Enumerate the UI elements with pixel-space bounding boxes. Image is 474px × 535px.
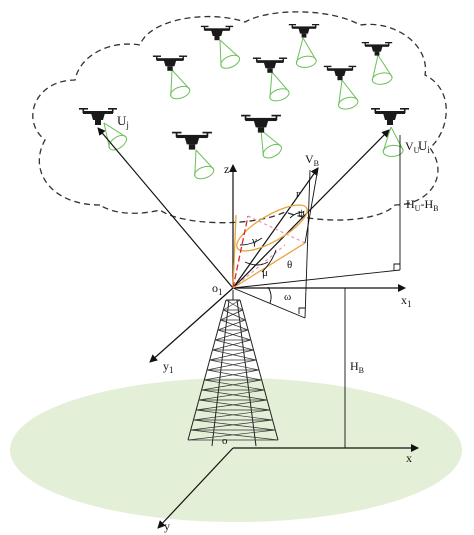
tower-brace [225,299,243,311]
tower-brace [198,399,270,411]
right-angle-marker-2 [298,307,305,314]
vector-to-uj [97,127,234,289]
beam-vertical [304,169,311,319]
label-theta: θ [287,259,292,271]
y-axis [157,447,234,529]
tower-brace [198,389,265,401]
tower-brace [220,319,249,331]
tower-brace [206,359,257,371]
tower-brace [206,369,262,381]
tower-brace [223,299,241,311]
angle-arc-mu [244,261,269,266]
tower-brace [201,389,268,401]
uav-cloud-boundary [32,11,447,224]
r-line [304,167,319,244]
drone-icon [200,25,234,41]
label-o1: o1 [212,281,223,297]
tower-brace [212,349,257,361]
vector-vb [232,167,319,289]
label-x: x [406,451,412,465]
tower-brace [204,379,265,391]
pink-ray-2 [247,215,306,244]
right-angle-marker [393,263,400,270]
label-uj: Uj [117,113,129,130]
label-vb: VB [305,152,319,168]
tower-lattice [187,299,279,441]
label-gamma: γ [251,235,257,247]
label-psi: ψ [298,207,305,219]
tower-brace [215,339,254,351]
angle-arc-theta [261,249,277,273]
drone-icon [361,42,393,56]
tower-brace [201,379,262,391]
tower-brace [190,419,273,431]
tower-brace [196,409,273,421]
ground-plane [10,378,462,522]
label-o: o [222,435,228,447]
tower-brace [196,399,268,411]
y1-axis [149,287,234,363]
label-y: y [164,519,170,533]
tower-brace [209,349,254,361]
tower-brace [209,359,260,371]
tower-brace [220,309,243,321]
beam-ground-projection [232,287,306,319]
label-y1: y1 [163,359,174,375]
tower-brace [212,339,251,351]
drone-icon [323,65,357,81]
red-ray [232,215,249,289]
label-ui: Ui [418,138,430,155]
beam-edge-2 [232,242,306,289]
drone-icon [79,108,117,125]
label-r: r [296,188,300,200]
tower-brace [217,319,246,331]
beam-edge-1 [232,214,237,289]
drone-icon [288,24,320,38]
label-hu-hb: HU-HB [406,197,438,213]
label-vu: VU [405,139,420,155]
drone-icon [241,114,281,133]
drone-icon [371,108,409,125]
tower-brace [217,329,251,341]
angle-arc-psi [289,211,305,219]
label-hb: HB [350,359,364,375]
tower-brace [193,409,270,421]
pink-ray-1 [232,244,286,289]
tower-brace [223,309,246,321]
label-mu: μ [262,267,268,279]
drone-icon [172,131,212,150]
beam-footprint [236,204,308,252]
label-x1: x1 [401,293,412,309]
tower-brace [204,369,260,381]
angle-arc-gamma [239,237,263,246]
tower-brace [215,329,249,341]
label-z: z [224,162,229,176]
tower-brace [187,429,276,441]
label-omega: ω [284,291,291,303]
ground-projection-line [232,269,401,289]
drone-icon [252,57,288,73]
drone-icon [152,55,188,71]
drone-icons [79,24,409,150]
coverage-cones [95,35,405,182]
angle-arc-omega [267,286,272,304]
